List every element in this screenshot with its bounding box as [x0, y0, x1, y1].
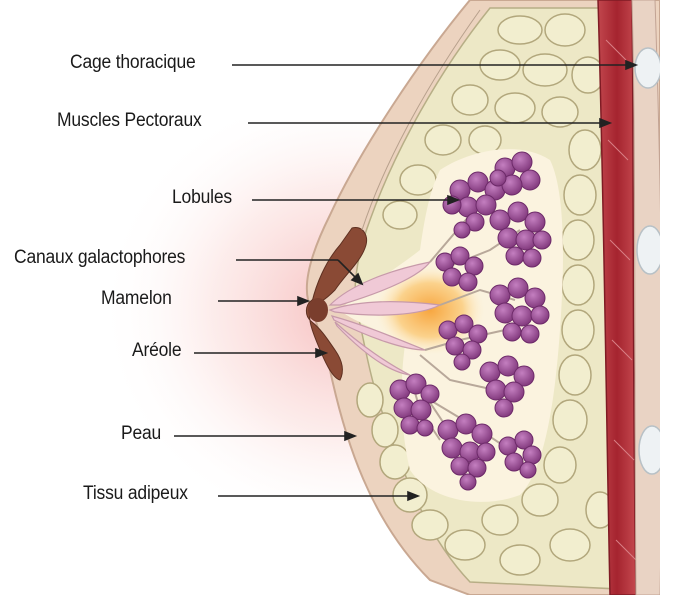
label-muscles-pectoraux: Muscles Pectoraux — [57, 110, 202, 132]
label-mamelon: Mamelon — [101, 288, 172, 310]
label-peau: Peau — [121, 423, 161, 445]
label-tissu-adipeux: Tissu adipeux — [83, 483, 188, 505]
label-areole: Aréole — [132, 340, 181, 362]
nipple-shape — [308, 298, 328, 322]
label-cage-thoracique: Cage thoracique — [70, 52, 196, 74]
label-lobules: Lobules — [172, 187, 232, 209]
label-canaux-galactophores: Canaux galactophores — [14, 247, 185, 269]
chest-wall — [632, 0, 662, 595]
